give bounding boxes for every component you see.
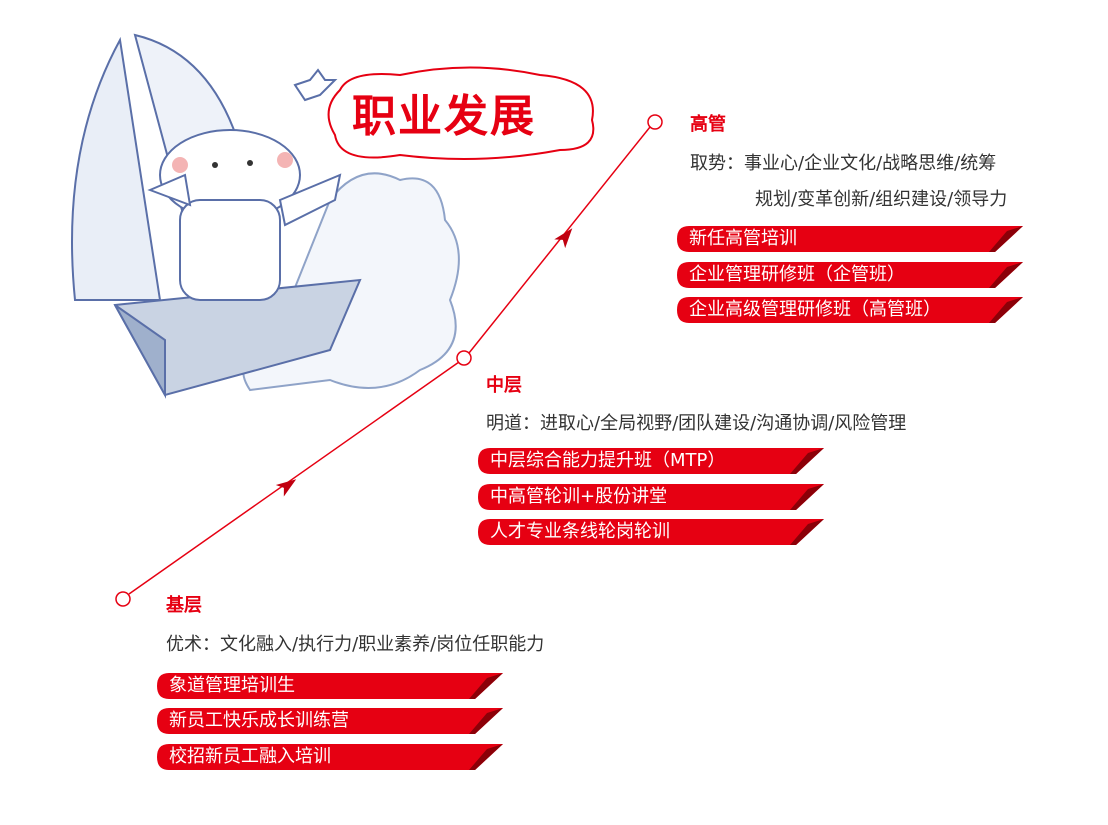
timeline-line — [468, 126, 651, 354]
program-label: 企业高级管理研修班（高管班） — [689, 299, 941, 320]
level-base-desc: 优术：文化融入/执行力/职业素养/岗位任职能力 — [166, 634, 545, 655]
banner-shape — [677, 297, 1023, 323]
banner-shape — [677, 226, 1023, 252]
level-base-label: 基层 — [166, 595, 202, 616]
program-label: 新员工快乐成长训练营 — [169, 710, 349, 731]
program-banner[interactable]: 校招新员工融入培训 — [157, 744, 503, 770]
banner-shape — [677, 262, 1023, 288]
banner-shape — [478, 484, 824, 510]
program-label: 中层综合能力提升班（MTP） — [490, 450, 726, 471]
program-banner[interactable]: 新员工快乐成长训练营 — [157, 708, 503, 734]
program-label: 企业管理研修班（企管班） — [689, 264, 905, 285]
program-label: 人才专业条线轮岗轮训 — [490, 521, 670, 542]
program-label: 新任高管培训 — [689, 228, 797, 249]
level-middle-desc: 明道：进取心/全局视野/团队建设/沟通协调/风险管理 — [486, 413, 907, 434]
program-banner[interactable]: 企业管理研修班（企管班） — [677, 262, 1023, 288]
arrow-icon — [275, 479, 297, 497]
title-bubble — [327, 66, 595, 160]
level-middle-label: 中层 — [486, 375, 522, 396]
program-label: 中高管轮训+股份讲堂 — [490, 486, 668, 507]
program-label: 象道管理培训生 — [169, 675, 295, 696]
program-banner[interactable]: 象道管理培训生 — [157, 673, 503, 699]
page-title: 职业发展 — [352, 91, 536, 142]
banner-shape — [478, 519, 824, 545]
banner-shape — [157, 673, 503, 699]
timeline-node-senior — [647, 114, 663, 130]
program-banner[interactable]: 中高管轮训+股份讲堂 — [478, 484, 824, 510]
timeline-line — [128, 361, 460, 595]
bird-icon — [293, 68, 338, 102]
banner-shape — [157, 744, 503, 770]
timeline-node-base — [115, 591, 131, 607]
banner-shape — [157, 708, 503, 734]
level-senior-label: 高管 — [690, 114, 726, 135]
program-banner[interactable]: 新任高管培训 — [677, 226, 1023, 252]
program-banner[interactable]: 中层综合能力提升班（MTP） — [478, 448, 824, 474]
banner-shape — [478, 448, 824, 474]
program-label: 校招新员工融入培训 — [169, 746, 331, 767]
sail-icon — [71, 36, 162, 301]
program-banner[interactable]: 人才专业条线轮岗轮训 — [478, 519, 824, 545]
arrow-icon — [554, 228, 573, 249]
level-senior-desc-2: 规划/变革创新/组织建设/领导力 — [755, 189, 1008, 210]
timeline-node-middle — [456, 350, 472, 366]
level-senior-desc: 取势：事业心/企业文化/战略思维/统筹 — [690, 153, 997, 174]
program-banner[interactable]: 企业高级管理研修班（高管班） — [677, 297, 1023, 323]
